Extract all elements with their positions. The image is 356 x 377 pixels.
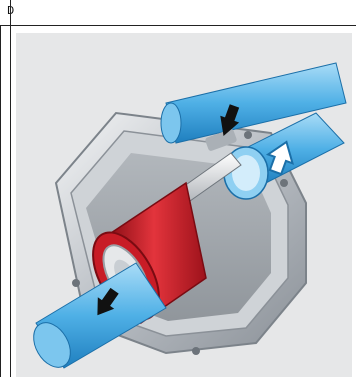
table-border-left xyxy=(0,26,1,377)
valve-illustration xyxy=(16,33,352,377)
cell-header: D xyxy=(0,0,356,26)
table-border-inner xyxy=(10,0,11,377)
